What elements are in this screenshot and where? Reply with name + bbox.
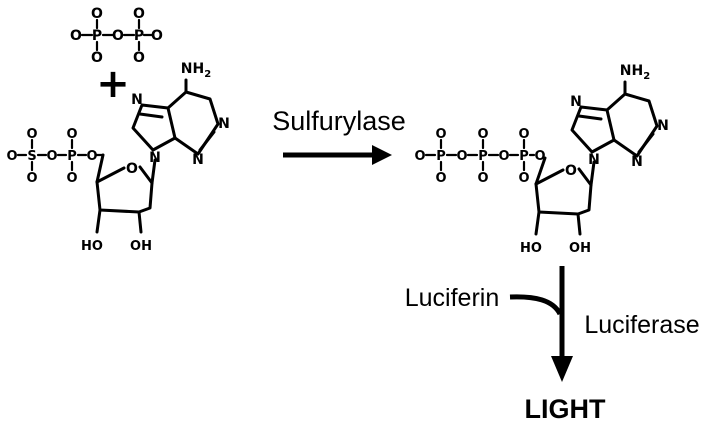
atom-n: N [570,94,582,110]
atom-nh2: NH2 [181,61,211,80]
luciferin-curve [509,294,563,316]
atom-p: P [67,149,77,164]
atom-n: N [588,152,600,168]
atom-ho: HO [520,241,542,256]
atom-o: O [151,28,163,44]
atom-o: O [477,171,488,186]
atom-p: P [436,149,446,164]
atom-n: N [657,118,669,134]
atom-o: O [414,149,425,164]
atom-o: O [26,171,37,186]
atom-p: P [478,149,488,164]
atom-oh: OH [130,239,152,254]
atom-n: N [218,116,230,132]
atom-ho: HO [81,239,103,254]
atom-s: S [27,149,36,164]
atom-n: N [149,150,161,166]
atom-o: O [66,171,77,186]
plus-sign: + [96,61,130,107]
atom-o: O [498,149,509,164]
atom-o: O [91,6,103,22]
luciferase-label: Luciferase [584,311,699,339]
atom-n: N [131,92,143,108]
atom-o: O [91,50,103,66]
atom-o: O [6,149,17,164]
atom-n: N [631,154,643,170]
atom-o: O [518,171,529,186]
arrowhead [551,356,573,382]
atom-nh2: NH2 [620,63,650,82]
atom-p: P [519,149,529,164]
atom-o: O [518,127,529,142]
atom-o: O [477,127,488,142]
atom-o: O [46,149,57,164]
atom-p: P [92,28,102,44]
atom-o: O [133,50,145,66]
adenosine-triphosphate: O P O P O P O O O O O O O O HO OH N N N … [414,63,668,256]
atom-o: O [66,127,77,142]
light-label: LIGHT [525,394,606,423]
atom-o: O [70,28,82,44]
atom-o: O [435,127,446,142]
atom-o: O [86,149,97,164]
atom-o: O [112,28,124,44]
atom-o: O [565,163,577,179]
atom-o: O [456,149,467,164]
luciferin-label: Luciferin [405,284,500,312]
atom-o: O [26,127,37,142]
atom-n: N [192,152,204,168]
atom-o: O [435,171,446,186]
atom-oh: OH [569,241,591,256]
adenosine-phosphosulfate: O S O P O O O O O O HO OH N N N N NH2 [6,61,229,254]
atom-p: P [134,28,144,44]
atom-o: O [133,6,145,22]
atom-o: O [534,149,545,164]
pyrophosphate: O P O P O O O O O [70,6,163,66]
arrowhead [372,145,392,165]
atom-o: O [126,161,138,177]
sulfurylase-label: Sulfurylase [272,106,406,136]
